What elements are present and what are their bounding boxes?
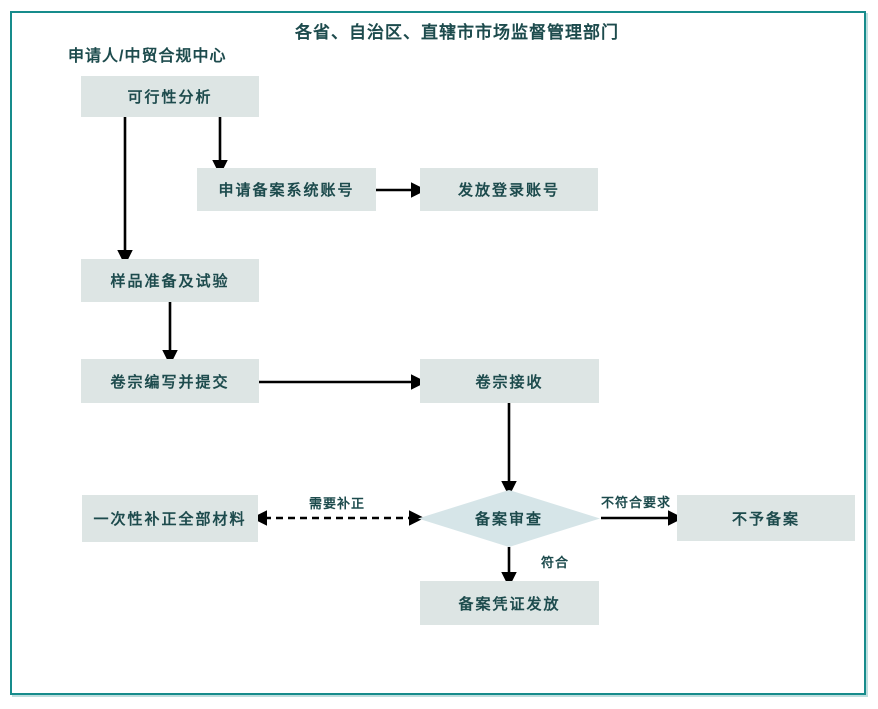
diagram-subtitle: 申请人/中贸合规中心	[68, 48, 227, 65]
node-apply-account: 申请备案系统账号	[197, 168, 376, 211]
node-dossier-receive: 卷宗接收	[420, 359, 599, 403]
node-supplement: 一次性补正全部材料	[82, 495, 258, 542]
node-sample-prep: 样品准备及试验	[81, 259, 259, 302]
node-review-label: 备案审查	[474, 511, 543, 528]
node-feasibility: 可行性分析	[81, 76, 259, 117]
edge-label-compliant: 符合	[540, 555, 570, 570]
edge-label-not-compliant: 不符合要求	[600, 495, 672, 510]
diagram-title: 各省、自治区、直辖市市场监督管理部门	[295, 23, 619, 42]
edge-label-need-supplement: 需要补正	[308, 496, 366, 511]
node-certificate: 备案凭证发放	[420, 581, 599, 625]
node-issue-account: 发放登录账号	[420, 168, 598, 211]
node-reject: 不予备案	[677, 495, 855, 541]
node-dossier-submit: 卷宗编写并提交	[81, 359, 259, 403]
